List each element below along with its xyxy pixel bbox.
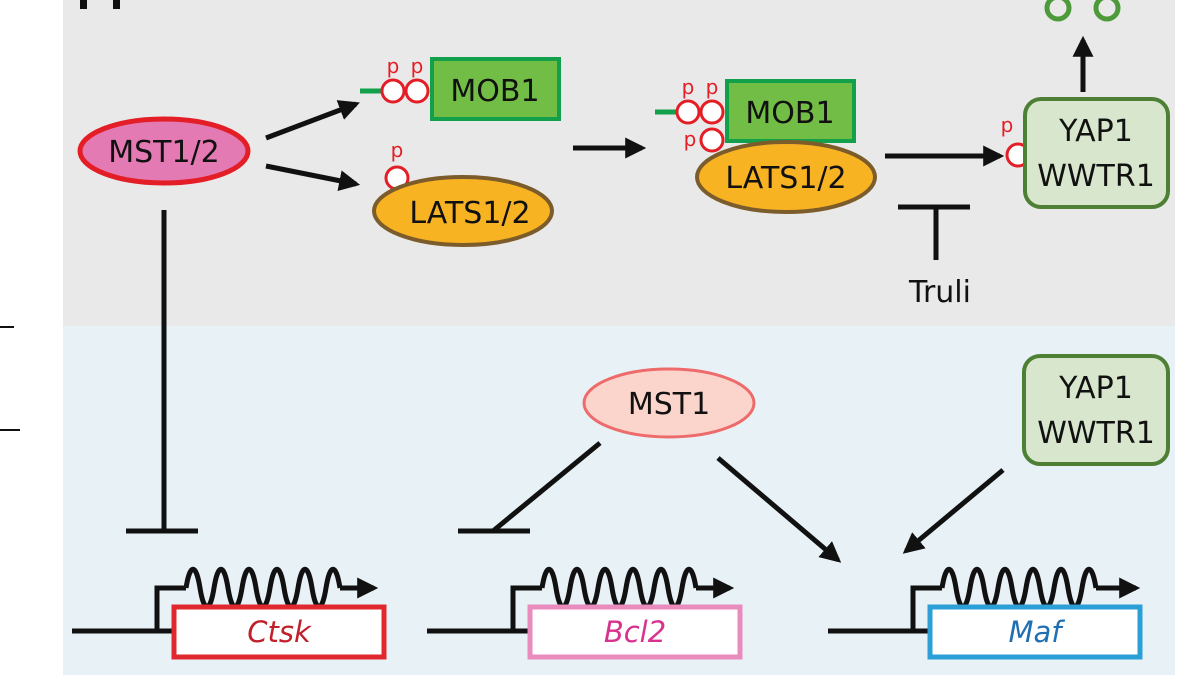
gene-ctsk: Ctsk bbox=[72, 566, 387, 660]
phospho-label: p bbox=[682, 75, 695, 99]
lats12-complex-label: LATS1/2 bbox=[725, 161, 846, 196]
phospho-label: p bbox=[1001, 113, 1014, 137]
wwtr1-nucleus-label: WWTR1 bbox=[1037, 416, 1155, 451]
phospho-label: p bbox=[391, 138, 404, 162]
lats12-node: p LATS1/2 bbox=[372, 138, 554, 247]
phospho-label: p bbox=[706, 75, 719, 99]
mob1-label: MOB1 bbox=[450, 74, 539, 109]
phospho-label: p bbox=[411, 54, 424, 78]
inhibit-mst1-bcl2 bbox=[491, 441, 602, 533]
mst1-node: MST1 bbox=[582, 367, 756, 439]
mst12-label: MST1/2 bbox=[108, 135, 220, 170]
gene-label-ctsk: Ctsk bbox=[247, 615, 312, 649]
arrow-yap-to-maf bbox=[902, 468, 1005, 554]
arrow-mst12-to-mob1 bbox=[265, 100, 360, 141]
truli-label: Truli bbox=[908, 275, 971, 310]
phospho-label: p bbox=[684, 127, 697, 151]
gene-bcl2: Bcl2 bbox=[427, 566, 743, 660]
gene-maf: Maf bbox=[828, 566, 1143, 660]
mob1-node: p p MOB1 bbox=[360, 54, 561, 121]
yap1-label: YAP1 bbox=[1058, 114, 1133, 149]
degradation-circle bbox=[1093, 0, 1121, 22]
gene-label-bcl2: Bcl2 bbox=[604, 615, 666, 649]
phospho-site bbox=[380, 78, 406, 104]
phospho-site bbox=[699, 127, 725, 153]
wwtr1-label: WWTR1 bbox=[1037, 159, 1155, 194]
mst12-node: MST1/2 bbox=[77, 116, 251, 186]
phospho-site bbox=[699, 99, 725, 125]
phospho-site bbox=[675, 99, 701, 125]
arrow-mst12-to-lats12 bbox=[265, 163, 361, 192]
mst1-label: MST1 bbox=[628, 387, 710, 422]
cropped-panel-letter-2 bbox=[113, 0, 120, 9]
yap-wwtr-cytoplasm-node: p YAP1 WWTR1 bbox=[1001, 97, 1170, 209]
cropped-panel-letter bbox=[80, 0, 87, 9]
truli-inhibitor: Truli bbox=[898, 204, 971, 310]
arrow-mst1-to-maf bbox=[716, 456, 842, 563]
mob1-lats12-complex: p p MOB1 LATS1/2 p bbox=[655, 75, 877, 214]
phospho-site bbox=[404, 78, 430, 104]
yap-wwtr-nucleus-node: YAP1 WWTR1 bbox=[1022, 354, 1170, 466]
yap1-nucleus-label: YAP1 bbox=[1058, 371, 1133, 406]
mob1-complex-label: MOB1 bbox=[745, 96, 834, 131]
gene-label-maf: Maf bbox=[1008, 615, 1065, 649]
phospho-label: p bbox=[387, 54, 400, 78]
degradation-circle bbox=[1044, 0, 1072, 22]
lats12-label: LATS1/2 bbox=[409, 196, 530, 231]
